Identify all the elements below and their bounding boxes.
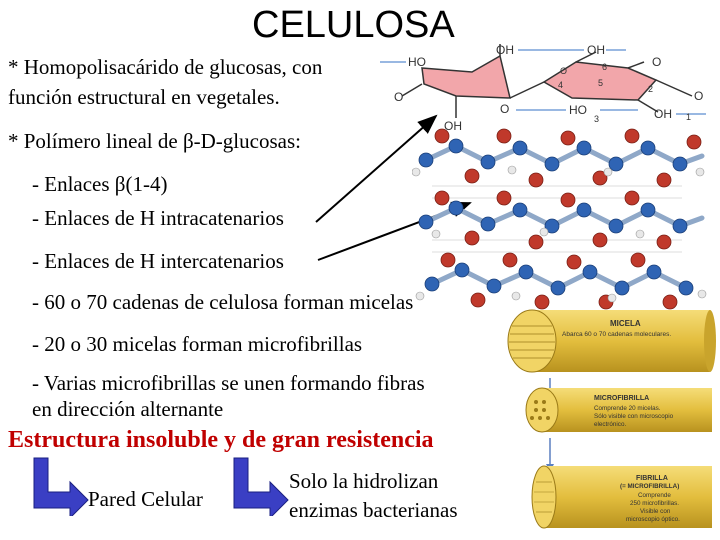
fibrilla-desc-2: 250 microfibrillas.: [630, 500, 679, 507]
ring-label-oh-bottom-right: OH: [654, 107, 672, 121]
glucose-ring-diagram: OH OH HO O O O HO OH OH O: [376, 38, 720, 134]
fibrilla-cylinder: [532, 466, 712, 528]
ring-label-o-right: O: [652, 55, 661, 69]
ring-label-o-left-outer: O: [394, 90, 403, 104]
micela-desc: Abarca 60 o 70 cadenas moleculares.: [562, 331, 671, 338]
ring-num-3: 3: [594, 114, 599, 124]
micela-title: MICELA: [610, 319, 641, 328]
ring-label-oh-top-left: OH: [496, 43, 514, 57]
ring-label-ho-left: HO: [408, 55, 426, 69]
ring-num-4: 4: [558, 80, 563, 90]
fibrilla-title-2: (= MICROFIBRILLA): [620, 483, 679, 490]
fibrilla-title-1: FIBRILLA: [636, 475, 668, 482]
ring-num-2: 2: [648, 84, 653, 94]
ring-num-5: 5: [598, 78, 603, 88]
ring-label-o-bottom-mid: O: [500, 102, 509, 116]
ring-num-6: 6: [602, 62, 607, 72]
fibrilla-desc-4: microscopio óptico.: [626, 516, 680, 523]
ring-num-1: 1: [686, 112, 691, 122]
ring-label-ho-bottom: HO: [569, 103, 587, 117]
ring-label-o-far-right: O: [694, 89, 703, 103]
microfibrilla-title: MICROFIBRILLA: [594, 395, 649, 402]
ring-label-o-ring: O: [560, 66, 567, 76]
microfibrilla-desc-3: electrónico.: [594, 421, 626, 428]
microfibrilla-desc-1: Comprende 20 micelas.: [594, 405, 661, 412]
cellulose-ball-stick-model: [412, 126, 710, 312]
fiber-hierarchy-diagram: MICELA Abarca 60 o 70 cadenas moleculare…: [502, 306, 716, 540]
fibrilla-desc-3: Visible con: [640, 508, 671, 515]
microfibrilla-desc-2: Sólo visible con microscopio: [594, 413, 674, 420]
fibrilla-desc-1: Comprende: [638, 492, 671, 499]
